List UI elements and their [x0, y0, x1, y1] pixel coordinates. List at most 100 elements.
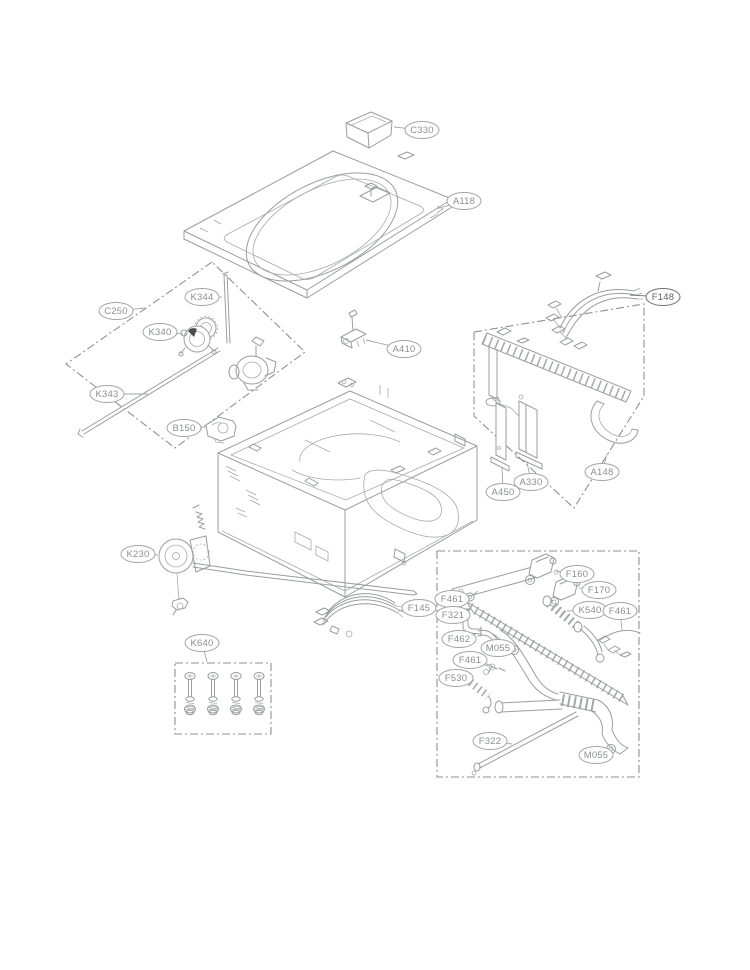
callout-label: A148 — [591, 467, 614, 478]
callout-b150: B150 — [166, 419, 206, 437]
group-c250 — [65, 261, 306, 449]
callout-f148: F148 — [629, 288, 681, 306]
callout-oval — [645, 288, 681, 306]
callout-a450: A450 — [485, 467, 521, 501]
group-water-inlet — [436, 550, 640, 778]
callout-a118: A118 — [435, 192, 482, 210]
callout-f530: F530 — [438, 669, 474, 687]
callout-oval — [166, 419, 202, 437]
callout-f461-3: F461 — [452, 651, 489, 669]
callout-label: A410 — [393, 344, 416, 355]
callout-label: F148 — [652, 292, 674, 303]
callout-label: A118 — [453, 196, 475, 207]
callout-label: M055 — [584, 750, 609, 761]
group-a148 — [473, 303, 645, 509]
callout-oval — [142, 323, 178, 341]
callout-oval — [435, 606, 471, 624]
callout-label: K230 — [127, 549, 150, 560]
callout-f461-2: F461 — [602, 602, 638, 631]
callout-oval — [404, 121, 440, 139]
callout-label: F530 — [445, 673, 467, 684]
part-f322-hose — [471, 711, 579, 776]
callout-oval — [602, 602, 638, 620]
callout-oval — [184, 634, 220, 652]
callout-oval — [480, 639, 516, 657]
callout-label: F461 — [459, 655, 481, 666]
callout-k344: K344 — [184, 288, 222, 306]
part-a330-bracket — [515, 394, 543, 470]
part-c330-cover — [345, 111, 393, 149]
callout-f160: F160 — [555, 565, 595, 583]
callout-label: F145 — [408, 603, 430, 614]
callout-oval — [452, 651, 488, 669]
callout-label: K343 — [96, 389, 119, 400]
callout-label: K340 — [149, 327, 172, 338]
callout-m055-1: M055 — [480, 639, 516, 657]
part-k230-lever — [158, 504, 418, 616]
callout-k540: K540 — [566, 601, 608, 619]
callout-label: F461 — [441, 594, 463, 605]
callout-label: M055 — [486, 643, 511, 654]
callout-k340: K340 — [142, 323, 184, 341]
group-k640 — [174, 662, 272, 735]
part-k340-motor — [178, 316, 218, 357]
callout-label: F461 — [609, 606, 631, 617]
callout-label: F462 — [448, 634, 470, 645]
part-k343-rod — [77, 347, 221, 438]
callout-oval — [98, 302, 134, 320]
callout-k640: K640 — [184, 634, 220, 663]
part-f148-harness — [545, 271, 643, 350]
callout-oval — [446, 192, 482, 210]
callout-label: C250 — [104, 306, 128, 317]
callout-label: K540 — [579, 605, 602, 616]
part-a410-bracket — [340, 309, 367, 349]
callout-f461-1: F461 — [434, 590, 470, 608]
callout-oval — [472, 732, 508, 750]
callout-label: K640 — [191, 638, 214, 649]
part-f160-valve — [525, 553, 559, 585]
callout-oval — [438, 669, 474, 687]
callout-oval — [581, 581, 617, 599]
part-k540-hose — [542, 595, 605, 663]
callout-label: C330 — [410, 125, 434, 136]
callout-oval — [578, 746, 614, 764]
callout-f170: F170 — [578, 581, 617, 599]
part-a450-bracket — [490, 396, 510, 472]
callout-label: A330 — [520, 477, 543, 488]
callout-oval — [184, 288, 220, 306]
callout-label: F160 — [566, 569, 588, 580]
callout-f321: F321 — [435, 606, 471, 624]
callout-f462: F462 — [441, 630, 477, 648]
part-f461-connectors — [597, 629, 641, 658]
part-b150-bracket — [205, 416, 237, 444]
callout-oval — [513, 473, 549, 491]
callout-oval — [441, 630, 477, 648]
callout-k343: K343 — [89, 385, 148, 403]
part-pressure-motor — [228, 336, 277, 391]
callout-a330: A330 — [513, 461, 549, 491]
part-k344-rod — [222, 271, 231, 344]
callout-a148: A148 — [584, 453, 620, 481]
callout-k230: K230 — [120, 545, 159, 563]
callout-label: A450 — [492, 487, 515, 498]
callout-oval — [559, 565, 595, 583]
callout-c250: C250 — [98, 302, 147, 320]
callout-oval — [89, 385, 125, 403]
part-f461-tee — [483, 663, 506, 675]
callout-f322: F322 — [472, 732, 513, 750]
callout-label: F322 — [479, 736, 501, 747]
callout-m055-2: M055 — [578, 746, 614, 764]
callout-f145: F145 — [397, 599, 437, 617]
callout-oval — [401, 599, 437, 617]
part-cabinet-assembly — [217, 377, 478, 598]
callout-oval — [386, 340, 422, 358]
part-a118-top-plate — [183, 150, 453, 299]
callout-label: F170 — [588, 585, 610, 596]
callout-label: F321 — [442, 610, 464, 621]
callout-oval — [485, 483, 521, 501]
callout-c330: C330 — [393, 121, 440, 139]
callout-oval — [584, 463, 620, 481]
